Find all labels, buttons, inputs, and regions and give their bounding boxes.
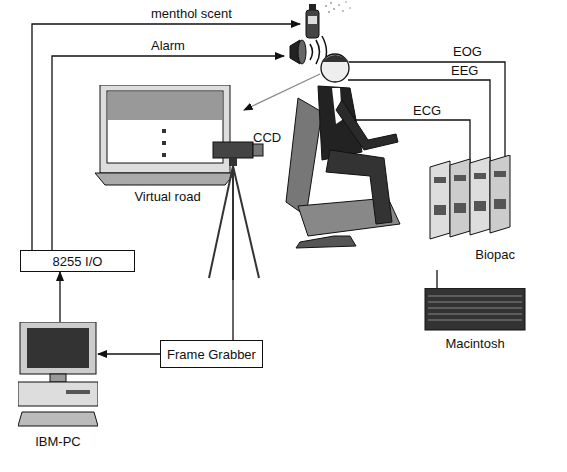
scent-line — [32, 24, 300, 250]
node-label: Macintosh — [445, 336, 504, 351]
connector — [232, 280, 233, 340]
pc-icon — [18, 322, 98, 452]
connector — [59, 272, 60, 322]
eog-wire — [349, 62, 505, 163]
connector — [436, 270, 437, 288]
view-line — [244, 74, 320, 110]
node-label: Frame Grabber — [167, 347, 256, 362]
eeg-wire — [348, 80, 490, 163]
ccd-icon — [205, 130, 290, 280]
alarm-line — [52, 56, 284, 250]
node-label: Virtual road — [134, 189, 200, 204]
frame-grabber-box: Frame Grabber — [160, 340, 263, 368]
driver-figure — [286, 54, 400, 248]
signal-label: EEG — [450, 63, 479, 78]
ecg-wire — [354, 120, 470, 163]
mac-node: Macintosh — [420, 288, 530, 356]
node-label: CCD — [253, 130, 281, 145]
spray-can — [306, 1, 351, 38]
signal-label: ECG — [412, 103, 442, 118]
io-box: 8255 I/O — [20, 250, 135, 272]
signal-label: Alarm — [150, 38, 186, 53]
camera-node: CCD — [205, 130, 290, 280]
alarm-speaker — [290, 36, 327, 68]
signal-label: menthol scent — [150, 6, 233, 21]
node-label: IBM-PC — [35, 434, 81, 449]
pc-node: IBM-PC — [18, 322, 98, 452]
biopac-node: Biopac — [425, 155, 515, 270]
connector — [98, 353, 160, 354]
signal-label: EOG — [452, 44, 483, 59]
node-label: 8255 I/O — [53, 254, 103, 269]
node-label: Biopac — [475, 247, 515, 262]
